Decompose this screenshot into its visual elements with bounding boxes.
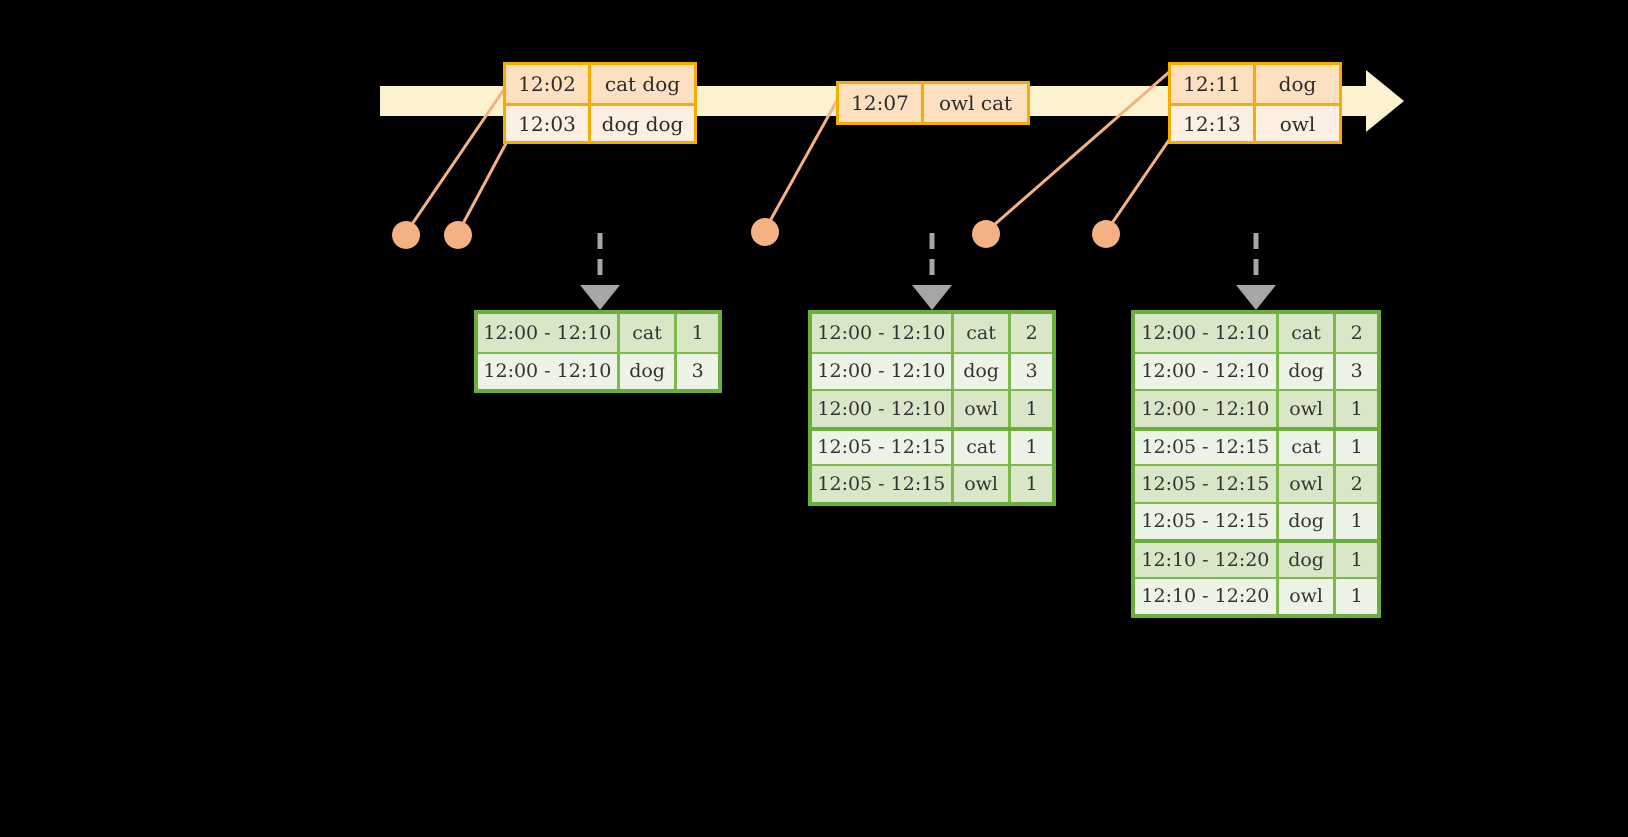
event-group-2: 12:07 owl cat [836, 81, 1030, 125]
window-cell: 12:00 - 12:10 [1141, 321, 1270, 344]
event-time: 12:07 [851, 91, 909, 115]
event-row: 12:03 dog dog [506, 103, 694, 141]
event-group-3: 12:11 dog 12:13 owl [1168, 62, 1342, 144]
event-time: 12:03 [518, 111, 576, 136]
window-cell: 12:00 - 12:10 [483, 321, 612, 344]
window-cell: 12:10 - 12:20 [1141, 548, 1270, 571]
key-cell: owl [1275, 466, 1334, 502]
event-time: 12:13 [1183, 111, 1241, 136]
count-cell: 1 [1333, 430, 1377, 464]
key-cell: dog [1275, 503, 1334, 539]
key-cell: owl [1275, 391, 1334, 427]
window-cell: 12:00 - 12:10 [817, 321, 946, 344]
count-cell: 1 [1008, 430, 1052, 464]
window-cell: 12:00 - 12:10 [1141, 397, 1270, 420]
connector-dot-1 [392, 221, 420, 249]
count-cell: 2 [1333, 314, 1377, 352]
key-cell: owl [1275, 578, 1334, 614]
event-time: 12:11 [1183, 72, 1241, 96]
key-cell: cat [950, 314, 1009, 352]
key-cell: dog [616, 353, 675, 389]
window-cell: 12:05 - 12:15 [1141, 436, 1270, 459]
event-row: 12:02 cat dog [506, 65, 694, 103]
key-cell: owl [950, 391, 1009, 427]
count-cell: 1 [674, 314, 718, 352]
connector-dot-2 [444, 221, 472, 249]
window-cell: 12:05 - 12:15 [1141, 472, 1270, 495]
count-cell: 1 [1333, 543, 1377, 577]
key-cell: cat [616, 314, 675, 352]
count-cell: 3 [674, 353, 718, 389]
event-row: 12:11 dog [1171, 65, 1339, 103]
event-row: 12:07 owl cat [839, 84, 1027, 122]
window-cell: 12:00 - 12:10 [483, 360, 612, 383]
count-cell: 1 [1333, 578, 1377, 614]
event-text: owl [1253, 106, 1339, 141]
window-cell: 12:00 - 12:10 [817, 397, 946, 420]
connector-dot-5 [1092, 220, 1120, 248]
window-cell: 12:05 - 12:15 [817, 436, 946, 459]
event-row: 12:13 owl [1171, 103, 1339, 141]
event-text: dog dog [588, 106, 694, 141]
window-cell: 12:05 - 12:15 [1141, 510, 1270, 533]
key-cell: dog [950, 353, 1009, 389]
key-cell: cat [1275, 430, 1334, 464]
key-cell: cat [1275, 314, 1334, 352]
window-cell: 12:10 - 12:20 [1141, 585, 1270, 608]
event-text: dog [1253, 65, 1339, 103]
event-group-1: 12:02 cat dog 12:03 dog dog [503, 62, 697, 144]
key-cell: dog [1275, 353, 1334, 389]
count-cell: 1 [1333, 391, 1377, 427]
count-cell: 2 [1333, 466, 1377, 502]
window-cell: 12:00 - 12:10 [1141, 360, 1270, 383]
count-cell: 2 [1008, 314, 1052, 352]
connector-dots [392, 218, 1120, 249]
key-cell: cat [950, 430, 1009, 464]
event-time: 12:02 [518, 72, 576, 96]
key-cell: owl [950, 466, 1009, 502]
connector-dot-3 [751, 218, 779, 246]
count-cell: 3 [1008, 353, 1052, 389]
count-cell: 1 [1333, 503, 1377, 539]
window-cell: 12:00 - 12:10 [817, 360, 946, 383]
emit-arrows [580, 233, 1276, 310]
window-cell: 12:05 - 12:15 [817, 472, 946, 495]
count-cell: 1 [1008, 466, 1052, 502]
count-cell: 3 [1333, 353, 1377, 389]
timeline-arrowhead [1366, 70, 1404, 132]
event-text: cat dog [588, 65, 694, 103]
event-text: owl cat [921, 84, 1027, 122]
count-cell: 1 [1008, 391, 1052, 427]
connector-dot-4 [972, 220, 1000, 248]
key-cell: dog [1275, 543, 1334, 577]
